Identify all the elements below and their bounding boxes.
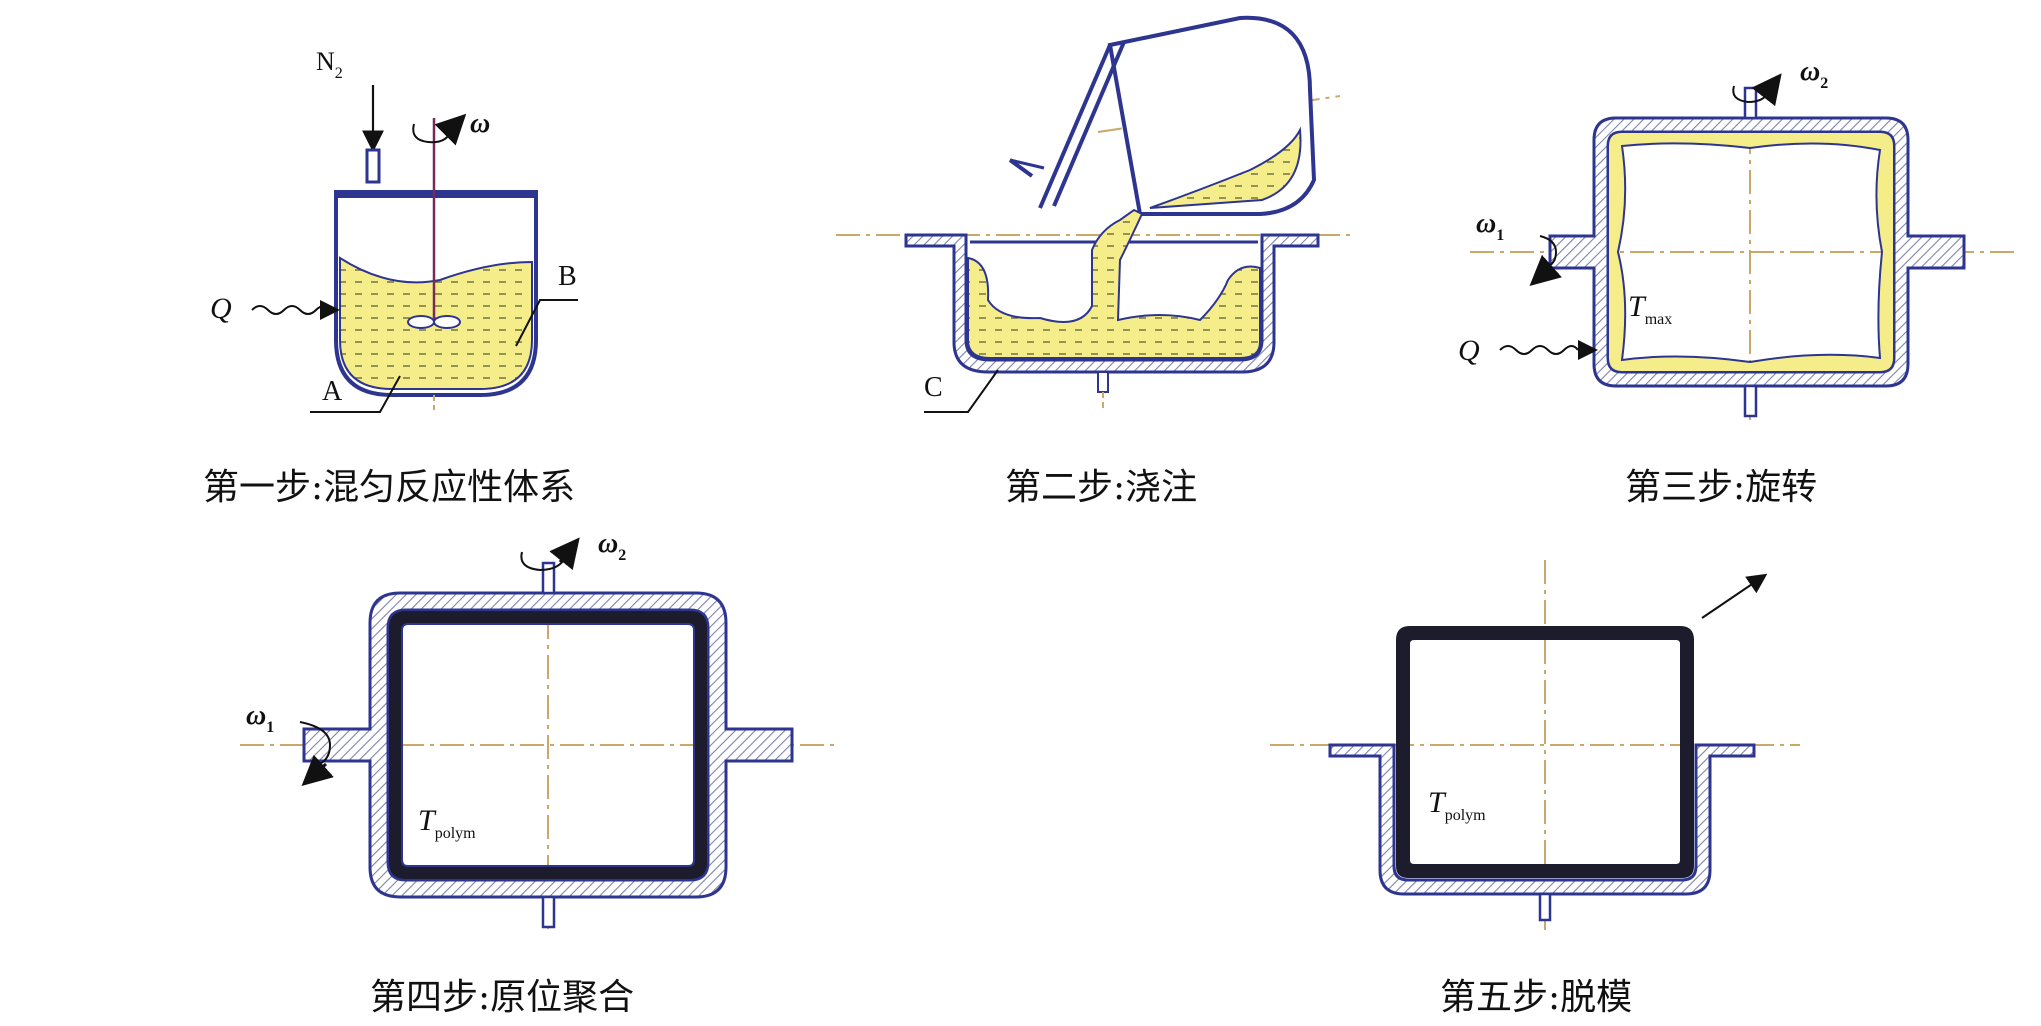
step5-demolding-diagram: Tpolym: [1270, 560, 1800, 930]
omega1-label: ω: [246, 700, 266, 731]
step4-polymerization-diagram: ω2 ω1 Tpolym: [240, 528, 840, 935]
n2-label: N: [316, 47, 335, 76]
lower-mold-half: [1328, 743, 1756, 896]
heat-q-label: Q: [1458, 334, 1480, 367]
t-polym-subscript: polym: [435, 825, 476, 842]
step2-caption: 第二步:浇注: [1005, 467, 1198, 508]
svg-text:ω1: ω1: [1476, 208, 1504, 244]
svg-text:Tmax: Tmax: [1628, 290, 1672, 328]
t-polym-label: T: [1428, 786, 1447, 819]
step1-caption: 第一步:混匀反应性体系: [203, 467, 576, 508]
svg-text:ω2: ω2: [1800, 56, 1828, 92]
heat-q-label: Q: [210, 292, 232, 325]
n2-subscript: 2: [335, 65, 343, 82]
svg-text:Tpolym: Tpolym: [418, 804, 476, 842]
omega2-subscript: 2: [1820, 75, 1828, 92]
liquid-coating-layer: [1607, 131, 1895, 373]
omega2-label: ω: [598, 528, 618, 559]
svg-text:N2: N2: [316, 47, 343, 82]
poured-liquid: [967, 208, 1261, 359]
omega1-subscript: 1: [1496, 227, 1504, 244]
step3-caption: 第三步:旋转: [1625, 467, 1818, 508]
stirrer-blade-left: [407, 315, 435, 329]
t-polym-subscript: polym: [1445, 807, 1486, 824]
label-c-leader: [924, 369, 999, 413]
omega2-label: ω: [1800, 56, 1820, 87]
omega1-label: ω: [1476, 208, 1496, 239]
n2-inlet-pipe: [365, 148, 381, 184]
step2-pouring-diagram: C: [836, 15, 1356, 413]
omega2-subscript: 2: [618, 547, 626, 564]
pouring-vessel: [1008, 15, 1317, 216]
t-max-label: T: [1628, 290, 1647, 323]
label-c: C: [924, 372, 943, 403]
t-max-subscript: max: [1645, 311, 1673, 328]
heat-input-wave-icon: [251, 305, 331, 315]
svg-text:Tpolym: Tpolym: [1428, 786, 1486, 824]
step3-rotation-diagram: ω2 ω1 Tmax Q: [1458, 56, 2016, 420]
heat-input-wave-icon: [1499, 345, 1579, 355]
omega-label: ω: [470, 108, 490, 139]
omega1-subscript: 1: [266, 719, 274, 736]
svg-text:ω1: ω1: [246, 700, 274, 736]
polymer-shell: [387, 609, 709, 881]
label-b-leader: [515, 299, 578, 347]
svg-text:ω2: ω2: [598, 528, 626, 564]
label-a: A: [322, 376, 343, 407]
step5-caption: 第五步:脱模: [1440, 977, 1633, 1018]
stirrer-blade-right: [433, 315, 461, 329]
step4-caption: 第四步:原位聚合: [370, 977, 635, 1018]
label-b: B: [558, 261, 577, 292]
demold-lift-arrow: [1701, 573, 1768, 619]
label-a-leader: [310, 375, 401, 413]
mold-half: [904, 233, 1320, 374]
t-polym-label: T: [418, 804, 437, 837]
step1-reactor-diagram: N2 ω Q A B: [210, 47, 578, 413]
rotation-arrow-icon: [412, 123, 453, 144]
